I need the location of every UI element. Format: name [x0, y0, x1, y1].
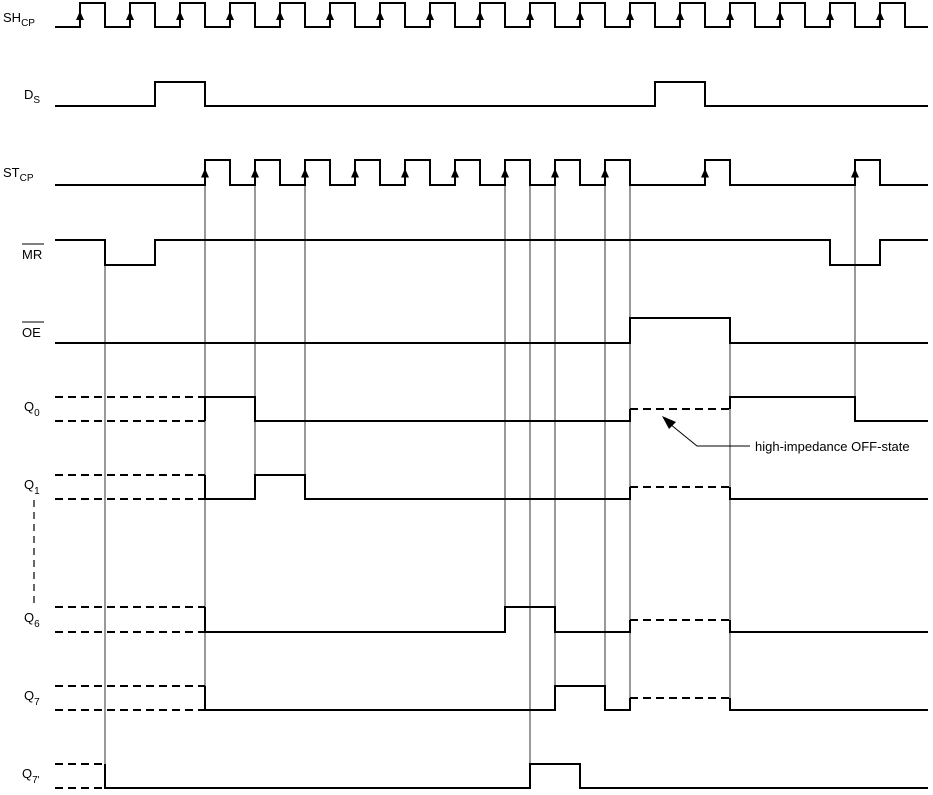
label-ds: DS [24, 87, 40, 106]
q6-wave [204, 606, 631, 633]
shcp-rising-edge-arrow [176, 11, 184, 20]
stcp-rising-edge-arrow [301, 168, 309, 178]
stcp-rising-edge-arrow [401, 168, 409, 178]
label-q7-prime: Q7' [22, 766, 40, 786]
q1-wave-after [729, 487, 928, 500]
label-stcp: STCP [3, 165, 34, 184]
stcp-rising-edge-arrow [251, 168, 259, 178]
shcp-rising-edge-arrow [726, 11, 734, 20]
label-q1: Q1 [24, 477, 40, 497]
shcp-rising-edge-arrow [576, 11, 584, 20]
shcp-rising-edge-arrow [526, 11, 534, 20]
label-oe: OE [22, 325, 41, 340]
shcp-rising-edge-arrow [626, 11, 634, 20]
label-mr: MR [22, 247, 42, 262]
q6-wave-after [729, 620, 928, 633]
shcp-rising-edge-arrow [126, 11, 134, 20]
stcp-rising-edge-arrow [201, 168, 209, 178]
shcp-rising-edge-arrow [376, 11, 384, 20]
stcp-wave [55, 159, 928, 186]
waveforms [55, 2, 928, 789]
label-shcp: SHCP [3, 10, 35, 29]
label-q0: Q0 [24, 399, 40, 419]
stcp-rising-edge-arrow [351, 168, 359, 178]
high-impedance-annotation: high-impedance OFF-state [662, 416, 910, 454]
shcp-rising-edge-arrow [426, 11, 434, 20]
shcp-rising-edge-arrow [876, 11, 884, 20]
oe-wave [55, 317, 928, 344]
stcp-rising-edge-arrow [451, 168, 459, 178]
timing-reference-lines [104, 185, 856, 788]
annotation-leader [669, 423, 750, 447]
shcp-rising-edge-arrow [326, 11, 334, 20]
shcp-rising-edge-arrow [226, 11, 234, 20]
stcp-rising-edge-arrow [701, 168, 709, 178]
annotation-arrowhead [662, 416, 676, 429]
label-q7: Q7 [24, 688, 40, 708]
q7-wave-after [729, 698, 928, 711]
shcp-wave [55, 2, 928, 28]
signal-labels: SHCP DS STCP MR OE Q0 Q1 Q6 Q7 Q7' [3, 10, 44, 786]
label-q6: Q6 [24, 610, 40, 630]
shcp-rising-edge-arrow [826, 11, 834, 20]
annotation-text: high-impedance OFF-state [755, 439, 910, 454]
edge-arrows [76, 11, 884, 178]
q7-wave [204, 685, 631, 711]
q0-wave [204, 396, 631, 422]
shcp-rising-edge-arrow [276, 11, 284, 20]
stcp-rising-edge-arrow [551, 168, 559, 178]
shcp-rising-edge-arrow [476, 11, 484, 20]
q0-wave-after [729, 396, 928, 422]
stcp-rising-edge-arrow [501, 168, 509, 178]
stcp-rising-edge-arrow [851, 168, 859, 178]
mr-wave [55, 239, 928, 266]
shcp-rising-edge-arrow [776, 11, 784, 20]
q1-wave [204, 474, 631, 500]
stcp-rising-edge-arrow [601, 168, 609, 178]
q7p-wave [104, 763, 928, 789]
ds-wave [55, 81, 928, 107]
shcp-rising-edge-arrow [676, 11, 684, 20]
shcp-rising-edge-arrow [76, 11, 84, 20]
